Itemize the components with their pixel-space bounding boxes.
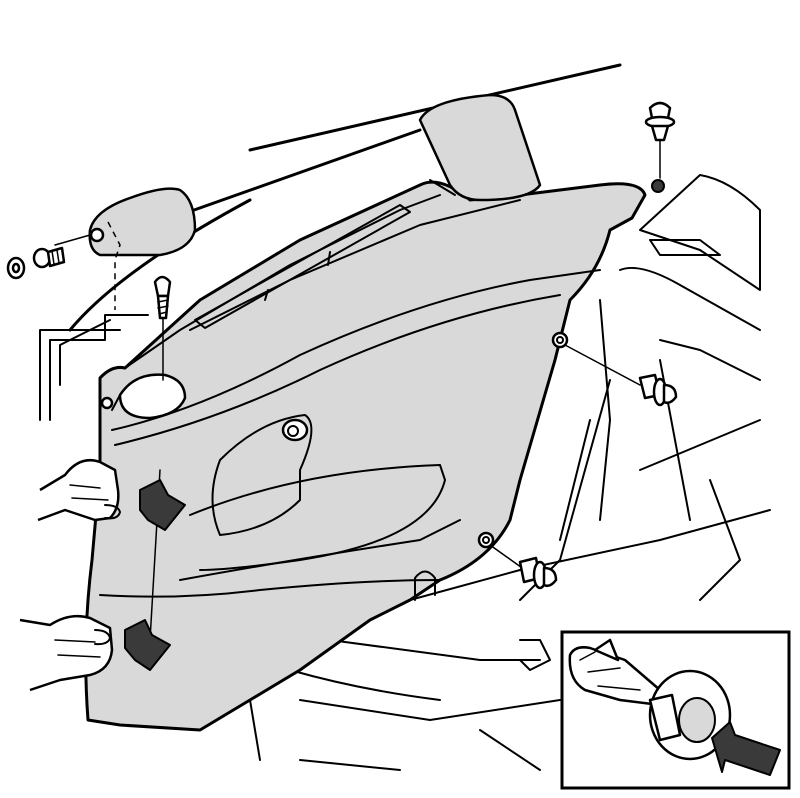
screw	[153, 275, 172, 320]
cover-cap-upper	[418, 93, 542, 202]
hand-lower	[19, 614, 114, 692]
push-clip-top	[644, 101, 676, 142]
push-clip-right	[638, 373, 678, 407]
press-arrow-inset	[711, 721, 781, 776]
pull-arrow-upper	[139, 479, 186, 531]
push-clip-lower	[518, 556, 558, 590]
screw-washer-left	[6, 246, 66, 280]
detail-inset	[560, 630, 791, 790]
hand-upper	[37, 458, 121, 522]
cover-cap-left	[88, 187, 197, 310]
pull-arrow-lower	[124, 619, 171, 671]
